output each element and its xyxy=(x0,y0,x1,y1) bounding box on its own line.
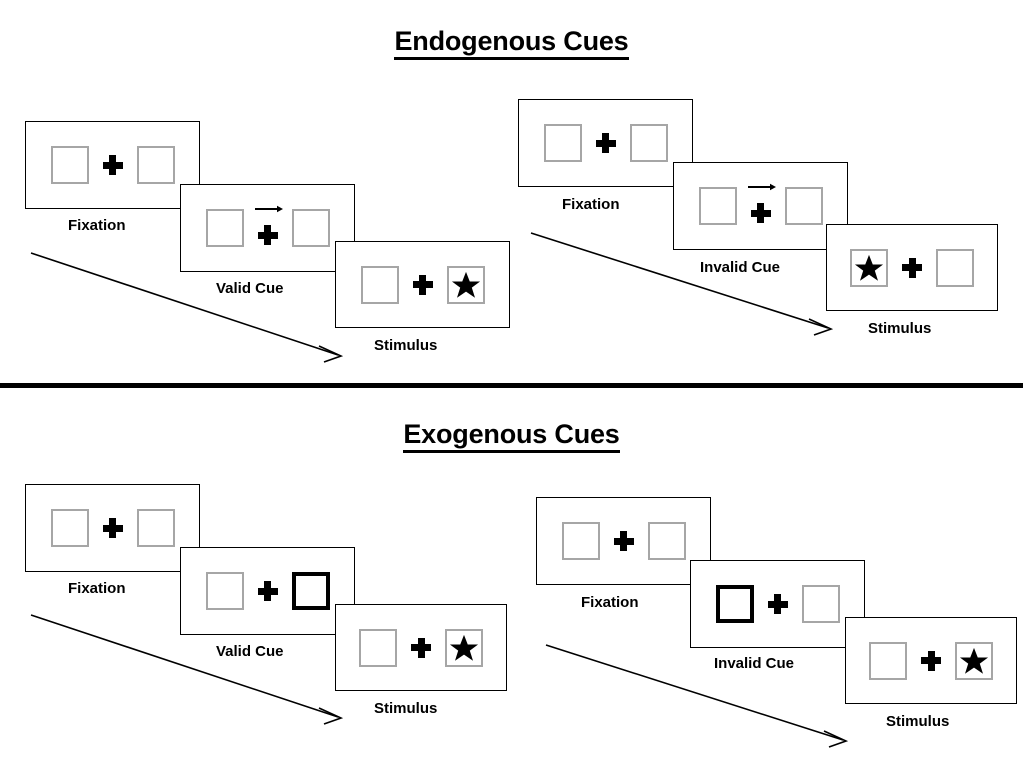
caption-exogenous-invalid-cue: Invalid Cue xyxy=(714,655,795,672)
fixation-cross-icon xyxy=(102,518,123,538)
caption-exogenous-invalid-fixation: Fixation xyxy=(581,594,639,611)
section-title-exogenous: Exogenous Cues xyxy=(0,419,1023,453)
left-box xyxy=(50,509,89,547)
star-icon xyxy=(451,271,480,298)
caption-exogenous-valid-cue: Valid Cue xyxy=(216,643,284,660)
panel-endogenous-invalid-fixation xyxy=(518,99,693,187)
fixation-cross-icon xyxy=(411,637,431,658)
left-box-cued xyxy=(715,585,754,623)
left-box xyxy=(359,628,397,667)
panel-endogenous-valid-fixation xyxy=(25,121,200,209)
star-icon xyxy=(449,634,479,661)
panel-exogenous-valid-cue xyxy=(180,547,355,635)
right-box xyxy=(647,522,686,560)
fixation-cross-icon xyxy=(921,650,941,671)
section-title-endogenous: Endogenous Cues xyxy=(0,26,1023,60)
fixation-cross-wrap xyxy=(102,141,123,189)
section-title-endogenous-text: Endogenous Cues xyxy=(394,26,629,60)
panel-endogenous-valid-stimulus xyxy=(335,241,510,328)
left-box xyxy=(869,641,907,680)
panel-exogenous-invalid-fixation xyxy=(536,497,711,585)
caption-endogenous-valid-cue: Valid Cue xyxy=(216,280,284,297)
star-icon xyxy=(959,647,989,674)
fixation-cross-icon xyxy=(102,155,123,175)
flow-arrow-exogenous-invalid xyxy=(545,644,849,748)
right-box xyxy=(445,628,483,667)
right-box xyxy=(955,641,993,680)
caption-endogenous-invalid-fixation: Fixation xyxy=(562,196,620,213)
panel-exogenous-valid-stimulus xyxy=(335,604,507,691)
fixation-cross-wrap xyxy=(595,119,616,167)
caption-endogenous-invalid-stimulus: Stimulus xyxy=(868,320,932,337)
fixation-cross-wrap xyxy=(613,517,634,565)
fixation-cross-wrap xyxy=(902,244,922,292)
caption-exogenous-valid-fixation: Fixation xyxy=(68,580,126,597)
fixation-cross-icon xyxy=(257,225,278,245)
fixation-cross-wrap xyxy=(411,624,431,672)
panel-exogenous-valid-fixation xyxy=(25,484,200,572)
caption-endogenous-valid-stimulus: Stimulus xyxy=(374,337,438,354)
right-box xyxy=(136,509,175,547)
panel-exogenous-invalid-cue xyxy=(690,560,865,648)
fixation-cross-wrap xyxy=(747,182,776,230)
fixation-cross-wrap xyxy=(921,637,941,685)
left-box xyxy=(50,146,89,184)
fixation-cross-icon xyxy=(767,594,788,614)
cue-arrow-right-icon xyxy=(747,183,776,191)
caption-exogenous-valid-stimulus: Stimulus xyxy=(374,700,438,717)
fixation-cross-icon xyxy=(613,531,634,551)
left-box xyxy=(360,265,399,304)
left-box xyxy=(205,572,244,610)
right-box xyxy=(936,248,974,287)
fixation-cross-wrap xyxy=(412,261,433,309)
left-box xyxy=(850,248,888,287)
right-box-cued xyxy=(291,572,330,610)
section-divider xyxy=(0,383,1023,388)
fixation-cross-icon xyxy=(902,257,922,278)
flow-arrow-exogenous-valid xyxy=(30,614,344,725)
left-box xyxy=(561,522,600,560)
fixation-cross-icon xyxy=(412,274,433,295)
fixation-cross-wrap xyxy=(102,504,123,552)
right-box xyxy=(784,187,823,225)
caption-endogenous-valid-fixation: Fixation xyxy=(68,217,126,234)
star-icon xyxy=(854,254,884,281)
fixation-cross-wrap xyxy=(767,580,788,628)
fixation-cross-icon xyxy=(595,133,616,153)
right-box xyxy=(446,265,485,304)
cue-arrow-right-icon xyxy=(254,205,283,213)
right-box xyxy=(801,585,840,623)
fixation-cross-icon xyxy=(750,203,771,223)
panel-exogenous-invalid-stimulus xyxy=(845,617,1017,704)
left-box xyxy=(205,209,244,247)
caption-endogenous-invalid-cue: Invalid Cue xyxy=(700,259,781,276)
left-box xyxy=(543,124,582,162)
fixation-cross-wrap xyxy=(254,204,283,252)
flow-arrow-endogenous-valid xyxy=(30,252,344,363)
caption-exogenous-invalid-stimulus: Stimulus xyxy=(886,713,950,730)
panel-endogenous-valid-cue xyxy=(180,184,355,272)
panel-endogenous-invalid-cue xyxy=(673,162,848,250)
right-box xyxy=(629,124,668,162)
fixation-cross-wrap xyxy=(257,567,278,615)
right-box xyxy=(136,146,175,184)
section-title-exogenous-text: Exogenous Cues xyxy=(403,419,620,453)
fixation-cross-icon xyxy=(257,581,278,601)
right-box xyxy=(291,209,330,247)
panel-endogenous-invalid-stimulus xyxy=(826,224,998,311)
flow-arrow-endogenous-invalid xyxy=(530,232,834,336)
left-box xyxy=(698,187,737,225)
